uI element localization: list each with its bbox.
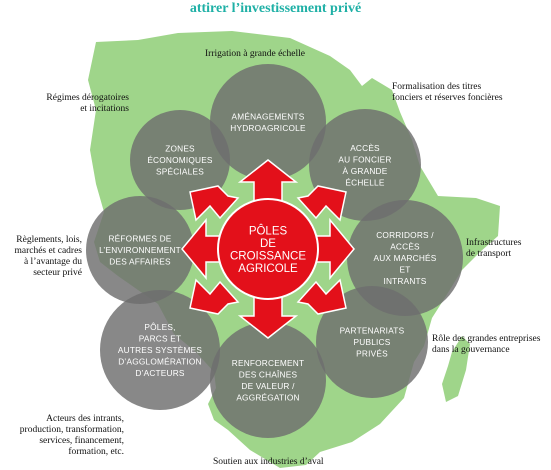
annotation-line: à l’avantage du [23,257,82,267]
circle-label-line: PARCS ET [139,334,181,344]
circle-label-line: ET [399,265,410,275]
center-label-line: CROISSANCE [230,250,306,262]
circle-amenagements [210,64,326,180]
annotation-line: Soutien aux industries d’aval [213,457,324,467]
arrow-northwest [189,185,240,222]
annotation-line: de transport [466,249,512,259]
circle-label-line: CORRIDORS / [376,230,434,240]
circle-label-line: ÉCONOMIQUES [147,155,213,165]
circle-label-line: AUTRES SYSTÈMES [118,345,202,355]
circle-label-line: D’ACTEURS [135,368,185,378]
annotation-irrigation: Irrigation à grande échelle [205,49,305,60]
annotation-line: Irrigation à grande échelle [205,49,305,59]
circle-label-line: SPÉCIALES [156,167,204,177]
arrow-southeast [296,278,347,315]
arrow-northeast [296,185,347,222]
arrow-southwest [189,278,240,315]
circle-label-line: DE VALEUR / [241,381,295,391]
circle-label-line: PRIVÉS [356,349,388,359]
circle-label-line: PARTENARIATS [340,326,405,336]
annotation-line: Régimes dérogatoires [46,93,129,103]
circle-zones [130,110,230,210]
satellite-circles [86,64,463,438]
circle-label-amenagements: AMÉNAGEMENTS HYDROAGRICOLE [230,111,306,133]
circle-label-line: RÉFORMES DE [108,234,171,244]
annotation-line: services, financement, [39,436,124,446]
annotation-line: Rôle des grandes entreprises [432,334,541,344]
annotation-infrastructures: Infrastructures de transport [466,238,521,260]
circle-partenariats [316,286,428,398]
circle-label-line: ACCÈS [350,143,380,153]
annotation-line: fonciers et réserves foncières [392,93,503,103]
circle-label-line: D’AGGLOMÉRATION [118,357,202,367]
annotation-formalisation: Formalisation des titres fonciers et rés… [392,82,503,104]
center-circle [217,198,319,300]
annotation-line: Acteurs des intrants, [46,414,124,424]
annotation-line: Règlements, lois, [16,235,82,245]
annotation-line: marchés et cadres [14,246,82,256]
diagram-title: attirer l’investissement privé [189,1,362,16]
annotation-line: Infrastructures [466,238,522,248]
center-label-line: AGRICOLE [238,263,298,275]
circle-label-line: ACCÈS [390,242,420,252]
annotation-line: et incitations [80,104,129,114]
annotation-acteurs: Acteurs des intrants, production, transf… [20,414,124,458]
circle-label-line: L’ENVIRONNEMENT [99,245,181,255]
circle-label-line: DES CHAÎNES [239,369,298,379]
circle-label-line: DES AFFAIRES [109,257,171,267]
annotation-reglements: Règlements, lois, marchés et cadres à l’… [14,235,82,279]
annotation-line: formation, etc. [68,447,124,457]
circle-label-line: AU FONCIER [338,154,391,164]
madagascar-shape [442,336,470,402]
circle-label-line: INTRANTS [383,276,426,286]
annotation-line: Formalisation des titres [392,82,482,92]
circle-label-line: AMÉNAGEMENTS [232,111,305,121]
annotation-line: secteur privé [33,268,82,278]
circle-label-line: ZONES [165,144,195,154]
center-label-line: PÔLES [249,224,288,237]
annotation-regimes: Régimes dérogatoires et incitations [46,93,129,115]
annotation-line: production, transformation, [19,425,124,435]
circle-label-line: PUBLICS [354,337,391,347]
circle-poles-parcs [100,290,220,410]
circle-label-line: AUX MARCHÉS [373,253,436,263]
circle-label-line: ÉCHELLE [345,177,384,187]
circle-label-line: RENFORCEMENT [232,358,304,368]
circle-renforcement [210,322,326,438]
circle-label-line: AGGRÉGATION [236,392,299,402]
annotation-soutien: Soutien aux industries d’aval [213,457,324,468]
circle-reformes [86,196,194,304]
circle-label-line: HYDROAGRICOLE [230,123,306,133]
center-label-line: DE [260,238,276,250]
annotation-role: Rôle des grandes entreprises dans la gou… [432,334,540,356]
annotation-line: dans la gouvernance [432,345,510,355]
arrows [181,159,355,339]
circle-label-line: PÔLES, [144,322,175,332]
circle-label-line: À GRANDE [343,166,388,176]
